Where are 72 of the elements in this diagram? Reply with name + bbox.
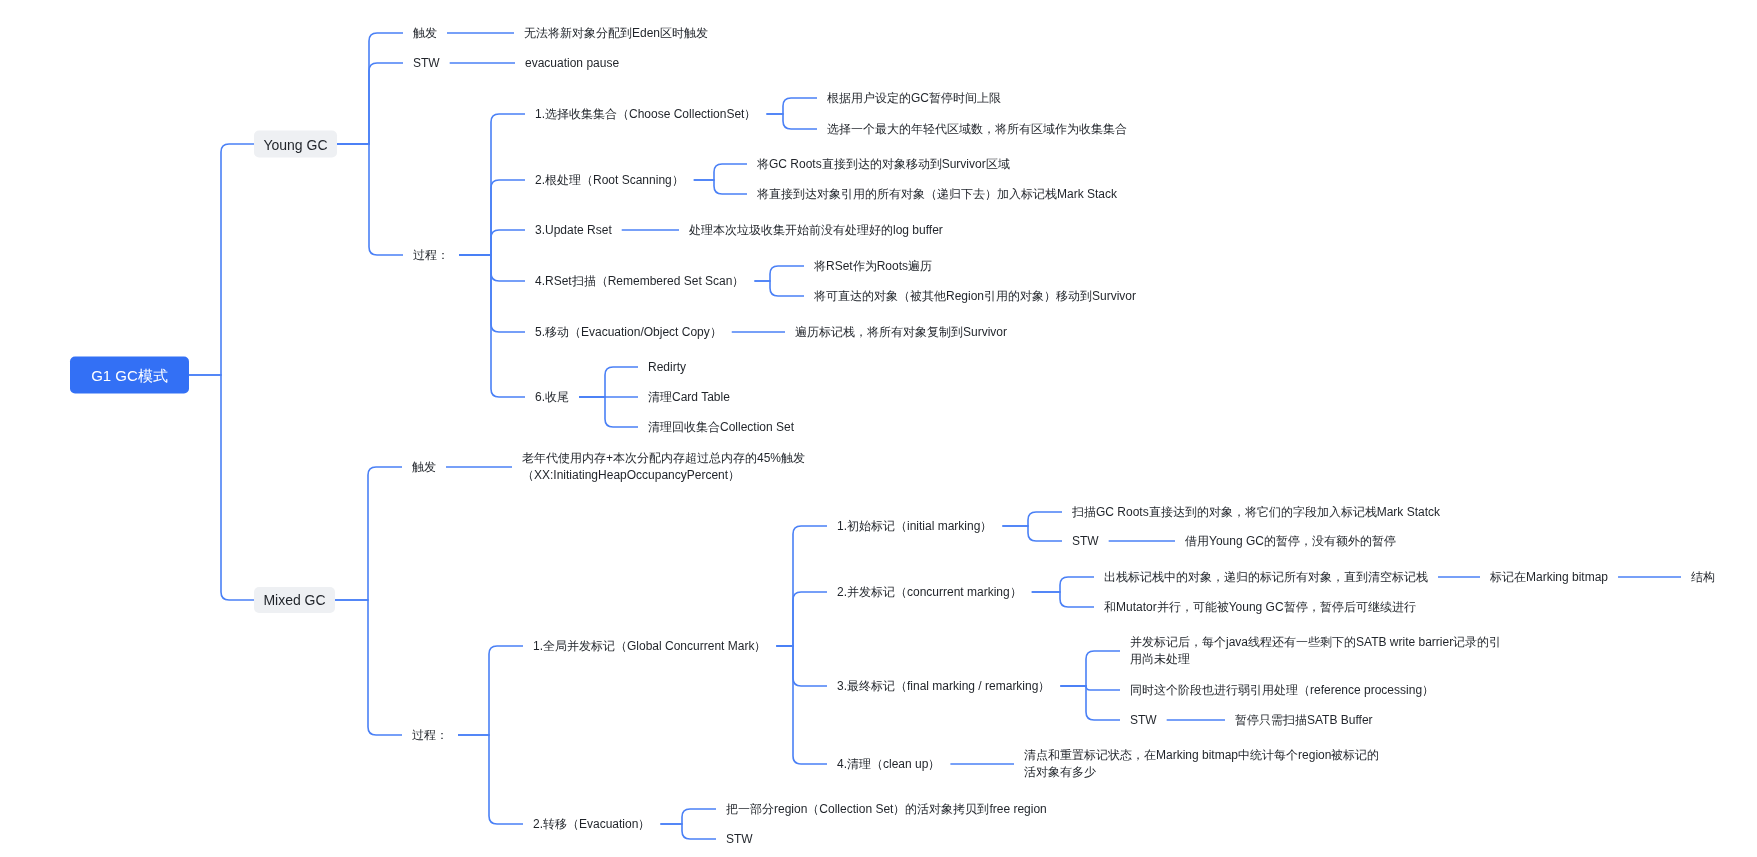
connector-line (1617, 576, 1682, 578)
topic-text: 4.清理（clean up） (837, 755, 941, 773)
connector-line (775, 645, 828, 765)
topic-text: 过程： (413, 246, 449, 264)
connector-line (578, 396, 639, 428)
connector-line (334, 599, 403, 736)
topic-text: 清理回收集合Collection Set (648, 418, 795, 436)
topic-text: 结构 (1691, 568, 1715, 586)
connector-line (1165, 719, 1226, 721)
topic-text: 3.最终标记（final marking / remarking） (837, 677, 1051, 695)
topic-text: 1.初始标记（initial marking） (837, 517, 993, 535)
topic-text: 标记在Marking bitmap (1490, 568, 1609, 586)
topic-text: 和Mutator并行，可能被Young GC暂停，暂停后可继续进行 (1104, 598, 1416, 616)
connector-line (458, 254, 526, 398)
topic-text: 借用Young GC的暂停，没有额外的暂停 (1185, 532, 1396, 550)
branch-topic-box: Young GC (254, 130, 337, 158)
topic-text: STW (726, 830, 753, 848)
topic-text: 3.Update Rset (535, 221, 612, 239)
connector-line (1059, 685, 1121, 721)
topic-text: 6.收尾 (535, 388, 569, 406)
topic-text: 出栈标记栈中的对象，递归的标记所有对象，直到清空标记栈 (1104, 568, 1428, 586)
topic-text: Redirty (648, 358, 686, 376)
topic-text: 将GC Roots直接到达的对象移动到Survivor区域 (757, 155, 1010, 173)
branch-topic-box: Mixed GC (254, 587, 335, 613)
topic-text: 遍历标记栈，将所有对象复制到Survivor (795, 323, 1007, 341)
topic-text: 将直接到达对象引用的所有对象（递归下去）加入标记栈Mark Stack (757, 185, 1117, 203)
connector-line (336, 143, 404, 256)
root-topic-box: G1 GC模式 (70, 356, 189, 394)
connector-line (446, 32, 515, 34)
topic-text: 老年代使用内存+本次分配内存超过总内存的45%触发（XX:InitiatingHeapOccupancyPercent） (522, 450, 822, 484)
connector-line (692, 179, 748, 195)
topic-text: 并发标记后，每个java线程还有一些剩下的SATB write barrier记录的引用尚未处理 (1130, 634, 1502, 668)
connector-line (659, 823, 717, 840)
topic-text: 2.转移（Evacuation） (533, 815, 651, 833)
topic-text: evacuation pause (525, 54, 620, 72)
connector-line (445, 466, 513, 468)
topic-text: 根据用户设定的GC暂停时间上限 (827, 89, 1001, 107)
topic-text: 1.选择收集集合（Choose CollectionSet） (535, 105, 757, 123)
topic-text: 同时这个阶段也进行弱引用处理（reference processing） (1130, 681, 1435, 699)
connector-line (620, 229, 680, 231)
topic-text: 将可直达的对象（被其他Region引用的对象）移动到Survivor (814, 287, 1137, 305)
topic-text: 2.根处理（Root Scanning） (535, 171, 684, 189)
connector-line (730, 331, 786, 333)
topic-text: STW (413, 54, 440, 72)
topic-text: 处理本次垃圾收集开始前没有处理好的log buffer (689, 221, 943, 239)
topic-text: 选择一个最大的年轻代区域数，将所有区域作为收集集合 (827, 120, 1127, 138)
connector-line (448, 62, 516, 64)
topic-text: 过程： (412, 726, 448, 744)
topic-text: STW (1072, 532, 1099, 550)
topic-text: 清点和重置标记状态，在Marking bitmap中统计每个region被标记的活对象有多少 (1024, 747, 1388, 781)
topic-text: 清理Card Table (648, 388, 730, 406)
connector-line (1001, 525, 1063, 542)
topic-text: 2.并发标记（concurrent marking） (837, 583, 1022, 601)
topic-text: 触发 (413, 24, 437, 42)
topic-text: 4.RSet扫描（Remembered Set Scan） (535, 272, 745, 290)
topic-text: 把一部分region（Collection Set）的活对象拷贝到free region (726, 800, 1047, 818)
connector-line (1107, 540, 1176, 542)
connector-line (188, 374, 255, 601)
connector-line (765, 113, 818, 130)
topic-text: 1.全局并发标记（Global Concurrent Mark） (533, 637, 767, 655)
topic-text: 将RSet作为Roots遍历 (814, 257, 933, 275)
topic-text: 无法将新对象分配到Eden区时触发 (524, 24, 709, 42)
connector-line (1030, 591, 1095, 608)
connector-line (457, 734, 524, 825)
topic-text: 暂停只需扫描SATB Buffer (1235, 711, 1373, 729)
connector-line (753, 280, 805, 297)
connector-line (949, 763, 1015, 765)
topic-text: STW (1130, 711, 1157, 729)
topic-text: 5.移动（Evacuation/Object Copy） (535, 323, 722, 341)
topic-text: 触发 (412, 458, 436, 476)
topic-text: 扫描GC Roots直接达到的对象，将它们的字段加入标记栈Mark Statck (1072, 503, 1441, 521)
connector-line (1437, 576, 1481, 578)
